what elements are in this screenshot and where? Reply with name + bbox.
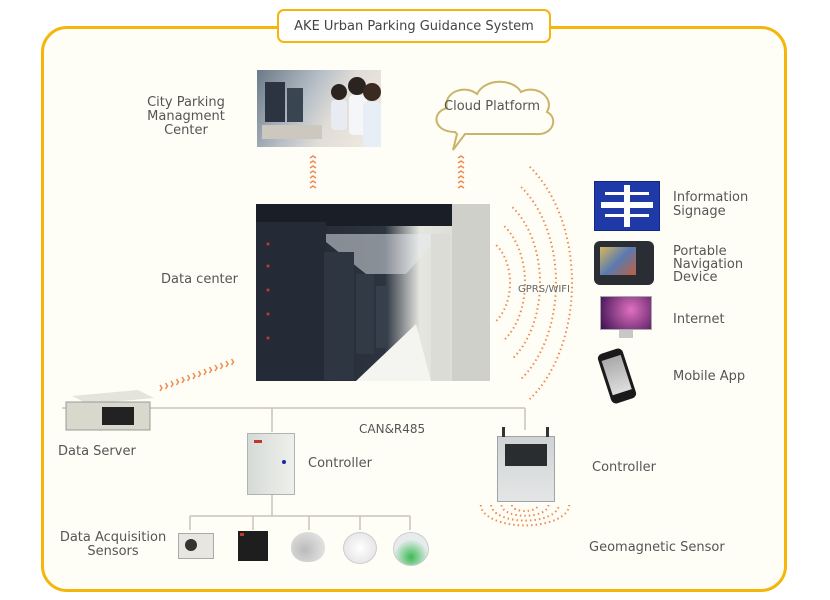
cloud-platform-label: Cloud Platform xyxy=(444,99,541,114)
signal-chevron xyxy=(309,155,317,159)
wireless-arc xyxy=(511,206,541,360)
signal-chevron xyxy=(203,368,207,376)
output-label-signage: Information Signage xyxy=(673,191,748,219)
geomagnetic-arc xyxy=(511,504,539,512)
controller-box-left xyxy=(247,433,295,495)
signal-chevron xyxy=(170,380,174,388)
smoke-sensor-icon xyxy=(343,532,377,564)
signal-chevron xyxy=(309,180,317,184)
data-server-icon xyxy=(64,388,154,432)
signal-chevron xyxy=(457,160,465,164)
information-signage-icon xyxy=(594,181,660,231)
camera-sensor-icon xyxy=(178,533,214,559)
signal-chevron xyxy=(457,175,465,179)
signal-chevron xyxy=(175,378,180,386)
data-server-label: Data Server xyxy=(58,444,136,459)
sensors-label-line2: Sensors xyxy=(87,544,139,559)
geomagnetic-arc xyxy=(490,504,560,522)
signal-chevron xyxy=(309,175,317,179)
controller-label-left: Controller xyxy=(308,456,372,471)
geomagnetic-arc xyxy=(479,504,571,527)
signal-chevron xyxy=(159,384,163,392)
geomagnetic-sensor-label: Geomagnetic Sensor xyxy=(589,540,725,555)
city-center-label-line2: Managment Center xyxy=(147,109,225,138)
detector-box-icon xyxy=(238,531,268,561)
signal-chevron xyxy=(219,362,224,370)
signal-chevron xyxy=(309,170,317,174)
controller-box-right xyxy=(497,427,555,502)
wireless-arc xyxy=(529,166,573,400)
signal-chevrons-cloud xyxy=(457,155,465,189)
signal-chevron xyxy=(457,170,465,174)
signal-chevron xyxy=(181,376,185,384)
indicator-light-icon xyxy=(393,532,429,566)
output-label-internet: Internet xyxy=(673,312,725,327)
output-label-signage-line1: Information xyxy=(673,190,749,205)
sensors-label: Data Acquisition Sensors xyxy=(55,531,171,559)
signal-chevron xyxy=(197,370,202,378)
wireless-arc xyxy=(520,186,558,380)
signal-chevrons-server xyxy=(159,358,235,392)
signal-chevron xyxy=(457,155,465,159)
signal-chevron xyxy=(457,165,465,169)
output-label-navigation-line2: Navigation xyxy=(673,257,744,272)
ultrasonic-sensor-icon xyxy=(291,532,325,562)
gprs-wifi-label: GPRS/WIFI xyxy=(518,284,570,295)
signal-chevron xyxy=(457,185,465,189)
wireless-arc xyxy=(495,244,511,322)
geomagnetic-signal-arcs xyxy=(479,504,571,527)
data-center-label: Data center xyxy=(161,272,238,287)
signal-chevron xyxy=(214,364,218,372)
signal-chevrons-city xyxy=(309,155,317,189)
data-center-photo xyxy=(256,204,490,381)
cloud-icon xyxy=(435,80,555,151)
signal-chevron xyxy=(192,372,196,380)
controller-label-right: Controller xyxy=(592,460,656,475)
signal-chevron xyxy=(208,366,213,374)
signal-chevron xyxy=(309,185,317,189)
geomagnetic-arc xyxy=(500,504,550,517)
wireless-signal-arcs xyxy=(495,166,573,400)
output-label-navigation-line1: Portable xyxy=(673,244,727,259)
output-label-navigation: Portable Navigation Device xyxy=(673,245,743,284)
output-label-signage-line2: Signage xyxy=(673,204,726,219)
output-label-mobile-app: Mobile App xyxy=(673,369,746,384)
sensors-label-line1: Data Acquisition xyxy=(59,530,167,545)
signal-chevron xyxy=(457,180,465,184)
navigation-device-icon xyxy=(594,241,654,285)
signal-chevron xyxy=(225,360,229,368)
signal-chevron xyxy=(309,165,317,169)
city-center-label-line1: City Parking xyxy=(147,95,225,110)
signal-chevron xyxy=(309,160,317,164)
city-center-label: City Parking Managment Center xyxy=(126,96,246,138)
can-r485-label: CAN&R485 xyxy=(359,422,426,436)
diagram-title: AKE Urban Parking Guidance System xyxy=(277,9,551,43)
wireless-arc xyxy=(503,225,526,341)
signal-chevron xyxy=(186,374,191,382)
output-label-navigation-line3: Device xyxy=(673,270,718,285)
signal-chevron xyxy=(164,382,169,390)
call-center-photo xyxy=(257,70,381,147)
signal-chevron xyxy=(230,358,235,366)
computer-monitor-icon xyxy=(600,296,652,340)
